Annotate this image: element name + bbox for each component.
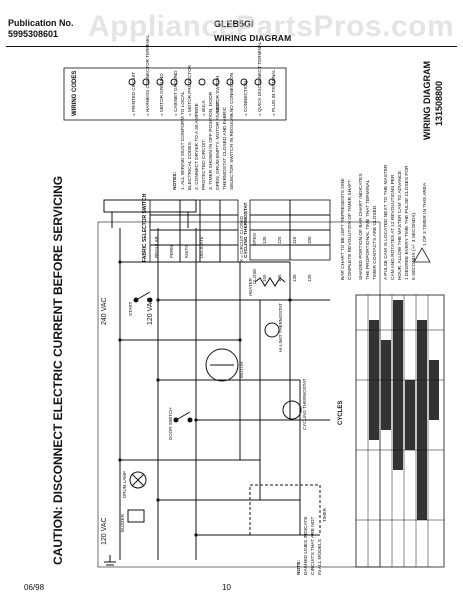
pulse-note: CAM AND ROTATES AT 12 REVOLUTIONS PER [390, 174, 396, 280]
wiring-code-item: = PLUG IN TERMINAL [271, 69, 276, 116]
thermostat-cell: 125 [277, 236, 282, 244]
bottom-note: DASHED LINES INDICATE [303, 516, 309, 575]
start-switch-symbol [135, 291, 151, 301]
side-title-line1: WIRING DIAGRAM [422, 61, 432, 140]
footer-page-number: 10 [222, 583, 231, 592]
door-switch-symbol [175, 411, 191, 421]
motor-symbol [205, 348, 239, 382]
supply-240-label: 240 VAC [101, 298, 108, 326]
notes-line: 2. CONNECT DRYER TO A 30 AMPERE [194, 103, 200, 190]
supply-120-left-label: 120 VAC [101, 518, 108, 546]
page-title: WIRING DIAGRAM [214, 33, 292, 43]
wiring-code-item: = HARNESS CONNECTOR TERMINAL [145, 34, 150, 116]
fabric-switch-table [149, 199, 239, 263]
timer-ratio-note: 1 OF 3 TIMER IN THIS AREA [422, 182, 428, 246]
cycle-chart-dividers [356, 329, 444, 521]
component-timer: TIMER [322, 507, 327, 522]
watermark: AppliancePartsPros.com [88, 10, 455, 43]
component-heater: HEATER [248, 277, 253, 296]
thermostat-cell: 155 [262, 274, 267, 282]
header-rule [6, 46, 457, 47]
bottom-note: NOTE: [296, 560, 302, 575]
caution-text: CAUTION: DISCONNECT ELECTRIC CURRENT BEF… [51, 176, 65, 565]
notes-line: PROTECTED CIRCUIT. [201, 139, 207, 190]
thermostat-cell: 135 [262, 236, 267, 244]
notes-line: THERMOSTAT CLOSED AND FABRIC [222, 106, 228, 190]
fabric-switch-title: FABRIC SELECTOR SWITCH [142, 193, 148, 262]
cycle-chart-columns [367, 295, 429, 567]
wiring-codes-box [63, 67, 287, 121]
shaded-note: SHADED PORTION OF BAR CHART INDICATES [358, 173, 364, 280]
bottom-note: CIRCUITS THAT ARE NOT [310, 517, 316, 575]
pulse-note: 5 SECONDS (+/- 3 SECONDS). [411, 212, 417, 280]
pulse-note: A PULSE CAM IS LOCATED NEXT TO THE MASTE… [383, 164, 389, 280]
wiring-codes-title: WIRING CODES [72, 71, 78, 116]
cycle-chart-frame [355, 294, 445, 568]
publication-block: Publication No. 5995308601 [8, 18, 74, 40]
cycling-thermostat-symbol [282, 400, 302, 420]
cycles-label: CYCLES [338, 401, 344, 425]
hilimit-thermostat-symbol [264, 322, 280, 338]
wiring-code-item: = QUICK DISCONNECT TERMINAL [257, 41, 262, 116]
notes-line: 1. ALL WIRING MUST CONFORM TO LOCAL [180, 91, 186, 190]
footer-date: 06/98 [24, 583, 45, 592]
bar-chart-note: BAR CHART TO BE LEFT REPRESENTS ONE [340, 178, 346, 280]
thermostat-col-open: OPEN [252, 233, 257, 246]
thermostat-table-title: CYCLING THERMOSTAT [243, 202, 249, 258]
buzzer-symbol [127, 509, 145, 523]
wiring-code-item: = CABINET GROUND [173, 70, 178, 116]
ground-symbol [104, 555, 116, 566]
wiring-code-item: = BULK [201, 99, 206, 116]
fabric-switch-row: PERM [169, 245, 174, 258]
side-title-line2: 131508800 [434, 81, 444, 126]
fabric-switch-closed-note: X = CIRCUIT CLOSED [239, 215, 244, 262]
wiring-code-item: = PRINTED CIRCUIT [131, 72, 136, 116]
component-start: START [128, 301, 133, 316]
model-family: GLEB5GI [214, 19, 254, 29]
warning-triangle-icon [413, 247, 431, 263]
notes-line: OPEN, DRUM EMPTY, MOTOR AT REST, [215, 100, 221, 190]
notes-line: ELECTRICAL CODES. [187, 141, 193, 190]
thermostat-cell: 145 [277, 274, 282, 282]
component-buzzer: BUZZER [120, 513, 125, 532]
thermostat-cell: 120 [307, 274, 312, 282]
notes-title: NOTES: [172, 171, 178, 190]
drum-lamp-symbol [129, 471, 147, 489]
fabric-switch-row: REGULAR [154, 235, 159, 258]
wiring-code-item: = NO CONNECTION [229, 73, 234, 116]
thermostat-cell: 110 [292, 236, 297, 244]
shaded-note: TIMER CONTACTS ARE CLOSED. [372, 204, 378, 280]
notes-line: SELECTOR SWITCH IN REGULAR. [229, 112, 235, 190]
component-hi-limit: HI-LIMIT THERMOSTAT [278, 303, 283, 352]
thermostat-cell: 130 [292, 274, 297, 282]
fabric-switch-row: DELICATE [199, 236, 204, 258]
bottom-note: IN ALL MODELS [317, 539, 323, 575]
supply-120-right-label: 120 VAC [147, 298, 154, 326]
publication-label: Publication No. [8, 18, 74, 28]
notes-line: 3. TIMER SHOWN IN OFF POSITION, DOOR [208, 91, 214, 190]
heater-symbol [254, 277, 286, 287]
wiring-code-item: = MOTOR PROTECTOR [187, 64, 192, 116]
pulse-note: 1 DEGREE EVERY TIME THE PULSE CLOSES FOR [404, 165, 410, 280]
wiring-code-item: = MOTOR GROUND [159, 73, 164, 116]
timer-box [249, 484, 321, 536]
publication-number: 5995308601 [8, 29, 59, 39]
component-cycling: CYCLING THERMOSTAT [302, 378, 307, 430]
pulse-note: HOUR. ALLOW THE MASTER CAM TO ADVANCE [397, 171, 403, 280]
thermostat-cell: 100 [307, 236, 312, 244]
component-door-switch: DOOR SWITCH [168, 408, 173, 441]
bar-chart-note: COMPLETE REVOLUTION OF TIMER SHAFT. [347, 179, 353, 280]
wiring-code-item: = CONNECTION [243, 81, 248, 116]
shaded-note: THE PROPORTIONAL TIME THAT TERMINAL [365, 179, 371, 280]
thermostat-col-close: CLOSE [252, 269, 257, 284]
component-motor: MOTOR [239, 361, 244, 378]
schematic-frame [97, 221, 381, 568]
fabric-switch-row: KNITS [184, 245, 189, 258]
wiring-code-item: = MOTOR SWITCH [215, 76, 220, 116]
wiring-code-symbols [128, 78, 276, 86]
component-drum-lamp: DRUM LAMP [122, 471, 127, 498]
